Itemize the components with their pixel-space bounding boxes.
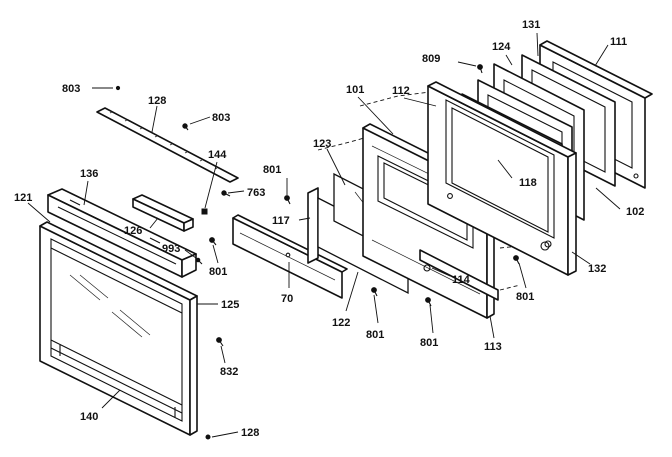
alignment-lines [317, 91, 541, 291]
label-801b: 801 [263, 164, 281, 176]
part-hinge-bracket [132, 194, 194, 232]
label-123: 123 [313, 138, 331, 150]
label-763: 763 [247, 187, 265, 199]
label-832: 832 [220, 366, 238, 378]
screws-right-assembly [477, 64, 550, 265]
label-136: 136 [80, 168, 98, 180]
label-809: 809 [422, 53, 440, 65]
label-122: 122 [332, 317, 350, 329]
label-113: 113 [484, 341, 502, 353]
label-801d: 801 [516, 291, 534, 303]
screw-144-icon [201, 208, 208, 215]
label-128b: 128 [241, 427, 259, 439]
label-803a: 803 [62, 83, 80, 95]
leader-lines-left [27, 87, 245, 438]
label-803b: 803 [212, 112, 230, 124]
screws-left-assembly [115, 85, 231, 440]
part-top-bracket [47, 188, 197, 278]
screws-middle-assembly [284, 195, 432, 307]
label-140: 140 [80, 411, 98, 423]
label-132: 132 [588, 263, 606, 275]
screw-128b-icon [205, 434, 211, 440]
label-993: 993 [162, 243, 180, 255]
part-inner-liner [427, 81, 577, 276]
label-126: 126 [124, 225, 142, 237]
label-112: 112 [392, 85, 410, 97]
label-118: 118 [519, 177, 537, 189]
part-vertical-strip [307, 187, 319, 264]
label-117: 117 [272, 215, 290, 227]
label-124: 124 [492, 41, 511, 53]
part-top-trim-strip [96, 107, 239, 183]
label-801e: 801 [420, 337, 438, 349]
label-131: 131 [522, 19, 540, 31]
label-114: 114 [452, 274, 471, 286]
screw-803a-icon [115, 85, 121, 91]
label-101: 101 [346, 84, 364, 96]
part-bottom-trim [419, 249, 499, 301]
leader-lines-right [286, 32, 621, 339]
label-70: 70 [281, 293, 293, 305]
label-801c: 801 [366, 329, 384, 341]
label-121: 121 [14, 192, 32, 204]
label-801a: 801 [209, 266, 227, 278]
part-outer-door-panel [39, 221, 198, 436]
part-labels: 803 128 803 144 763 136 121 126 993 801 … [14, 19, 644, 439]
label-128a: 128 [148, 95, 166, 107]
label-102: 102 [626, 206, 644, 218]
label-125: 125 [221, 299, 239, 311]
label-111: 111 [610, 36, 627, 48]
label-144: 144 [208, 149, 227, 161]
